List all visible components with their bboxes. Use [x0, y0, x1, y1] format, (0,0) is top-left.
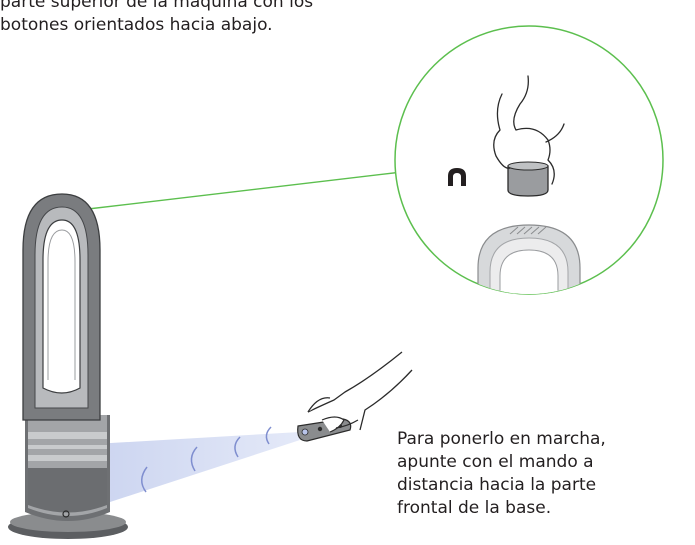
hand-icon — [307, 351, 413, 431]
caption-bottom-line-3: distancia hacia la parte — [397, 475, 597, 495]
callout-line — [87, 171, 403, 210]
caption-bottom-line-4: frontal de la base. — [397, 498, 552, 518]
caption-bottom-line-1: Para ponerlo en marcha, — [397, 429, 606, 449]
caption-bottom: Para ponerlo en marcha, apunte con el ma… — [397, 428, 687, 520]
fan-heater-icon — [8, 193, 128, 539]
caption-top: parte superior de la máquina con los bot… — [0, 0, 360, 37]
caption-bottom-line-2: apunte con el mando a — [397, 452, 594, 472]
caption-top-line-1: parte superior de la máquina con los — [0, 0, 314, 12]
remote-control-icon — [297, 416, 359, 442]
zoom-callout — [394, 25, 664, 295]
signal-wave-icon — [141, 426, 272, 493]
magnet-icon — [448, 168, 466, 187]
caption-top-line-2: botones orientados hacia abajo. — [0, 15, 273, 35]
